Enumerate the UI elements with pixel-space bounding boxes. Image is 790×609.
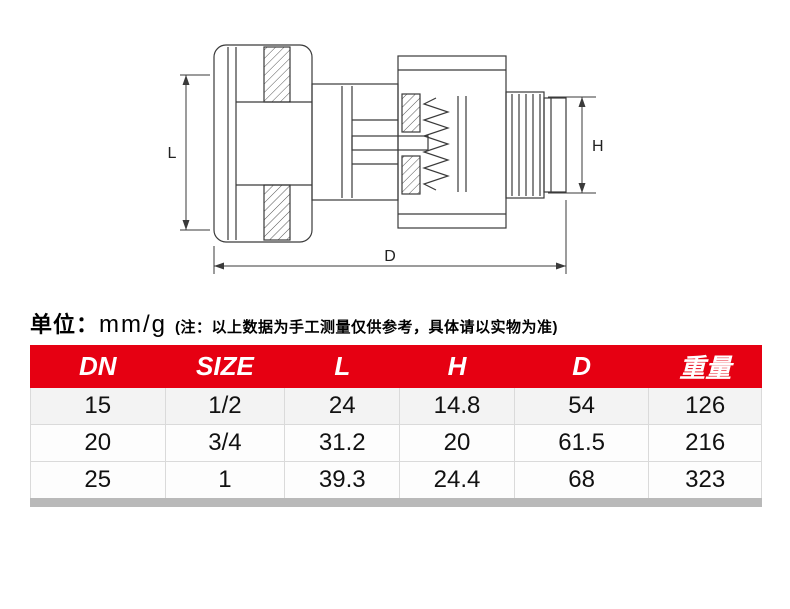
table-row-dn20: 20 3/4 31.2 20 61.5 216 xyxy=(30,424,762,462)
measurement-note: (注：以上数据为手工测量仅供参考，具体请以实物为准) xyxy=(175,319,559,336)
cell-dn: 20 xyxy=(30,424,166,462)
header-cell-h: H xyxy=(399,345,515,388)
unit-label: 单位： xyxy=(30,312,100,337)
unit-value: mm/g xyxy=(99,311,168,338)
cell-dn: 15 xyxy=(30,387,166,425)
header-cell-l: L xyxy=(284,345,401,388)
table-bottom-edge xyxy=(30,498,762,507)
header-cell-d: D xyxy=(513,345,650,388)
cell-l: 31.2 xyxy=(284,424,401,462)
cell-l: 39.3 xyxy=(284,461,401,499)
table-row-dn25: 25 1 39.3 24.4 68 323 xyxy=(30,461,762,499)
cell-d: 68 xyxy=(513,461,650,499)
cell-weight: 323 xyxy=(648,461,762,499)
dimension-h: H xyxy=(548,96,604,194)
dimension-l: L xyxy=(168,74,210,231)
header-cell-dn: DN xyxy=(30,345,166,388)
spring xyxy=(422,97,450,191)
cell-d: 61.5 xyxy=(513,424,650,462)
cell-size: 1 xyxy=(164,461,286,499)
table-row-dn15: 15 1/2 24 14.8 54 126 xyxy=(30,387,762,425)
cell-size: 3/4 xyxy=(164,424,286,462)
table-header-row: DN SIZE L H D 重量 xyxy=(30,345,762,388)
header-cell-size: SIZE xyxy=(164,345,286,388)
threaded-end xyxy=(505,91,567,199)
cell-h: 14.8 xyxy=(399,387,515,425)
dimension-d: D xyxy=(213,200,567,274)
cell-l: 24 xyxy=(284,387,401,425)
unit-note-line: 单位： mm/g (注：以上数据为手工测量仅供参考，具体请以实物为准) xyxy=(30,307,775,339)
valve-body xyxy=(397,55,507,229)
cell-size: 1/2 xyxy=(164,387,286,425)
dim-label-d: D xyxy=(384,248,396,265)
cell-dn: 25 xyxy=(30,461,166,499)
cell-h: 20 xyxy=(399,424,515,462)
valve-cross-section-svg: L H D xyxy=(168,44,604,274)
dim-label-l: L xyxy=(168,145,177,162)
valve-technical-drawing: L H D xyxy=(0,0,790,300)
cell-d: 54 xyxy=(513,387,650,425)
cell-weight: 126 xyxy=(648,387,762,425)
header-cell-weight: 重量 xyxy=(648,345,762,388)
union-nut xyxy=(213,44,313,243)
spec-table: DN SIZE L H D 重量 15 1/2 24 14.8 54 126 2… xyxy=(30,345,762,499)
cell-weight: 216 xyxy=(648,424,762,462)
cell-h: 24.4 xyxy=(399,461,515,499)
dim-label-h: H xyxy=(592,138,604,155)
